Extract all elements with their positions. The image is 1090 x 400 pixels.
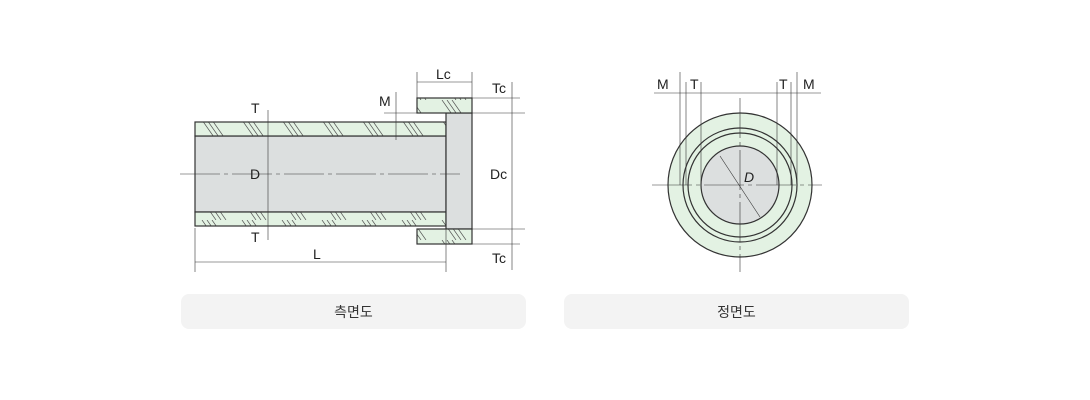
label-t-bottom: T bbox=[251, 229, 260, 245]
label-d-front: D bbox=[744, 169, 754, 185]
label-l: L bbox=[313, 246, 321, 262]
front-view-labels: M T T M D bbox=[657, 76, 815, 185]
label-m: M bbox=[379, 93, 391, 109]
label-dc: Dc bbox=[490, 166, 507, 182]
side-view bbox=[180, 72, 525, 272]
label-m-right: M bbox=[803, 76, 815, 92]
label-tc-bottom: Tc bbox=[492, 250, 506, 266]
label-d: D bbox=[250, 166, 260, 182]
label-tc-top: Tc bbox=[492, 80, 506, 96]
label-t-left: T bbox=[690, 76, 699, 92]
side-view-labels: T T M D L Lc Tc Tc Dc bbox=[250, 66, 507, 266]
label-lc: Lc bbox=[436, 66, 451, 82]
front-view-caption: 정면도 bbox=[564, 294, 909, 329]
side-view-caption: 측면도 bbox=[181, 294, 526, 329]
front-view bbox=[652, 72, 822, 272]
label-t-top: T bbox=[251, 100, 260, 116]
label-t-right: T bbox=[779, 76, 788, 92]
label-m-left: M bbox=[657, 76, 669, 92]
